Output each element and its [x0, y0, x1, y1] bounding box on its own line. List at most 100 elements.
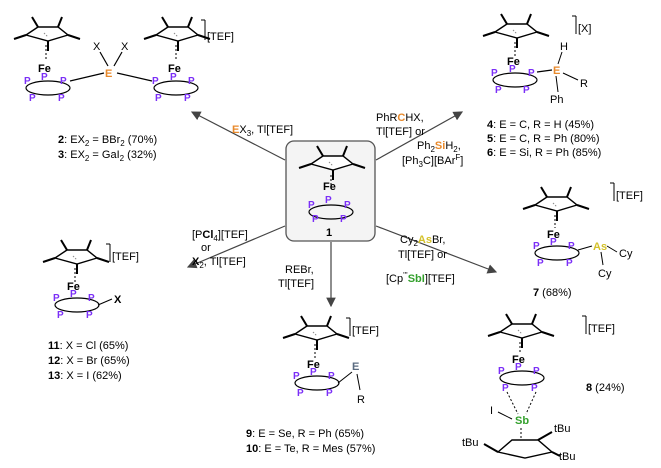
element-e: E: [553, 65, 560, 77]
fe-label: Fe: [67, 281, 80, 293]
svg-text:P: P: [533, 366, 540, 377]
caption-11: 11: X = Cl (65%): [48, 340, 128, 352]
svg-text:P: P: [566, 258, 573, 269]
compound-number-1: 1: [326, 227, 332, 239]
svg-text:P: P: [523, 85, 530, 96]
reagent-label-7-line2: Tl[TEF] or: [398, 249, 447, 261]
caption-5: 5: E = C, R = Ph (80%): [487, 133, 600, 145]
svg-text:P: P: [550, 237, 557, 248]
caption-3: 3: EX2 = GaI2 (32%): [58, 149, 157, 163]
tert-butyl: tBu: [462, 437, 479, 449]
p-atom: P: [312, 214, 319, 225]
p-atom: P: [308, 200, 315, 211]
fe-label-1: Fe: [323, 181, 336, 193]
svg-text:P: P: [568, 241, 575, 252]
svg-text:P: P: [293, 371, 300, 382]
counter-anion: [TEF]: [207, 31, 234, 43]
svg-text:P: P: [326, 388, 333, 399]
reagent-label-8: [Cp'''SbI][TEF]: [386, 271, 455, 285]
caption-4: 4: E = C, R = H (45%): [487, 119, 594, 131]
svg-text:P: P: [86, 310, 93, 321]
arrow-to-4-6: [375, 111, 464, 161]
counter-anion: [TEF]: [352, 325, 379, 337]
caption-2: 2: EX2 = BBr2 (70%): [58, 134, 157, 148]
svg-text:P: P: [533, 241, 540, 252]
hydrogen: H: [560, 41, 568, 53]
reagent-label-7-line1: Cy2AsBr,: [400, 234, 445, 248]
arrow-to-2-3: [190, 111, 286, 161]
counter-anion: [TEF]: [616, 190, 643, 202]
svg-text:P: P: [491, 68, 498, 79]
reagent-label-4-6-line3: Ph2SiH2,: [417, 140, 461, 154]
svg-text:P: P: [70, 289, 77, 300]
svg-text:P: P: [537, 258, 544, 269]
antimony: Sb: [515, 415, 529, 427]
cyclohexyl: Cy: [619, 248, 633, 260]
reagent-label-4-6-line1: PhRCHX,: [376, 112, 424, 124]
svg-text:P: P: [152, 76, 159, 87]
svg-text:P: P: [53, 293, 60, 304]
caption-12: 12: X = Br (65%): [48, 355, 130, 367]
svg-text:P: P: [88, 293, 95, 304]
caption-8: 8 (24%): [586, 382, 625, 394]
caption-7: 7 (68%): [533, 287, 572, 299]
element-e: E: [105, 68, 112, 80]
svg-text:P: P: [24, 76, 31, 87]
svg-text:P: P: [502, 383, 509, 394]
reagent-label-9-10-line1: REBr,: [285, 264, 314, 276]
arrow-to-7-8: [375, 225, 498, 274]
fe-label: Fe: [38, 63, 51, 75]
caption-6: 6: E = Si, R = Ph (85%): [487, 147, 601, 159]
tert-butyl: tBu: [554, 423, 571, 435]
reagent-label-2-3: EX3, Tl[TEF]: [232, 124, 293, 138]
halide-x: X: [121, 41, 129, 53]
reagent-label-4-6-line4: [Ph3C][BArF]: [402, 153, 463, 169]
halide-x: X: [93, 41, 101, 53]
fe-label: Fe: [507, 56, 520, 68]
svg-text:P: P: [310, 367, 317, 378]
tert-butyl: tBu: [559, 451, 576, 463]
substituent-r: R: [580, 78, 588, 90]
svg-text:P: P: [515, 362, 522, 373]
counter-anion: [TEF]: [588, 323, 615, 335]
reagent-label-4-6-line2: Tl[TEF] or: [376, 126, 425, 138]
reagent-label-11-13-line3: X2, Tl[TEF]: [192, 256, 246, 270]
svg-text:P: P: [58, 93, 65, 104]
caption-10: 10: E = Te, R = Mes (57%): [246, 443, 375, 455]
svg-text:P: P: [297, 388, 304, 399]
svg-text:P: P: [528, 68, 535, 79]
arsenic: As: [593, 241, 607, 253]
caption-9: 9: E = Se, R = Ph (65%): [246, 428, 364, 440]
svg-text:P: P: [531, 383, 538, 394]
halogen-x: X: [114, 294, 122, 306]
svg-text:P: P: [184, 93, 191, 104]
reagent-label-11-13-line1: [PCl4][TEF]: [192, 229, 248, 243]
reagent-label-9-10-line2: Tl[TEF]: [278, 278, 314, 290]
svg-text:P: P: [328, 371, 335, 382]
svg-text:P: P: [60, 76, 67, 87]
fe-label: Fe: [547, 229, 560, 241]
iodide: I: [490, 405, 493, 417]
fe-label: Fe: [168, 63, 181, 75]
compound-1-box: Fe P P P P P 1: [285, 140, 376, 242]
p-atom: P: [344, 200, 351, 211]
arrow-to-11-13: [186, 225, 286, 269]
svg-text:P: P: [509, 64, 516, 75]
svg-text:P: P: [495, 85, 502, 96]
phenyl: Ph: [550, 94, 563, 106]
element-e: E: [352, 361, 359, 373]
reagent-label-11-13-line2: or: [201, 242, 211, 254]
p-atom: P: [340, 214, 347, 225]
svg-text:P: P: [170, 72, 177, 83]
svg-text:P: P: [57, 310, 64, 321]
fe-label: Fe: [512, 354, 525, 366]
caption-13: 13: X = I (62%): [48, 370, 122, 382]
svg-text:P: P: [41, 72, 48, 83]
substituent-r: R: [357, 394, 365, 406]
